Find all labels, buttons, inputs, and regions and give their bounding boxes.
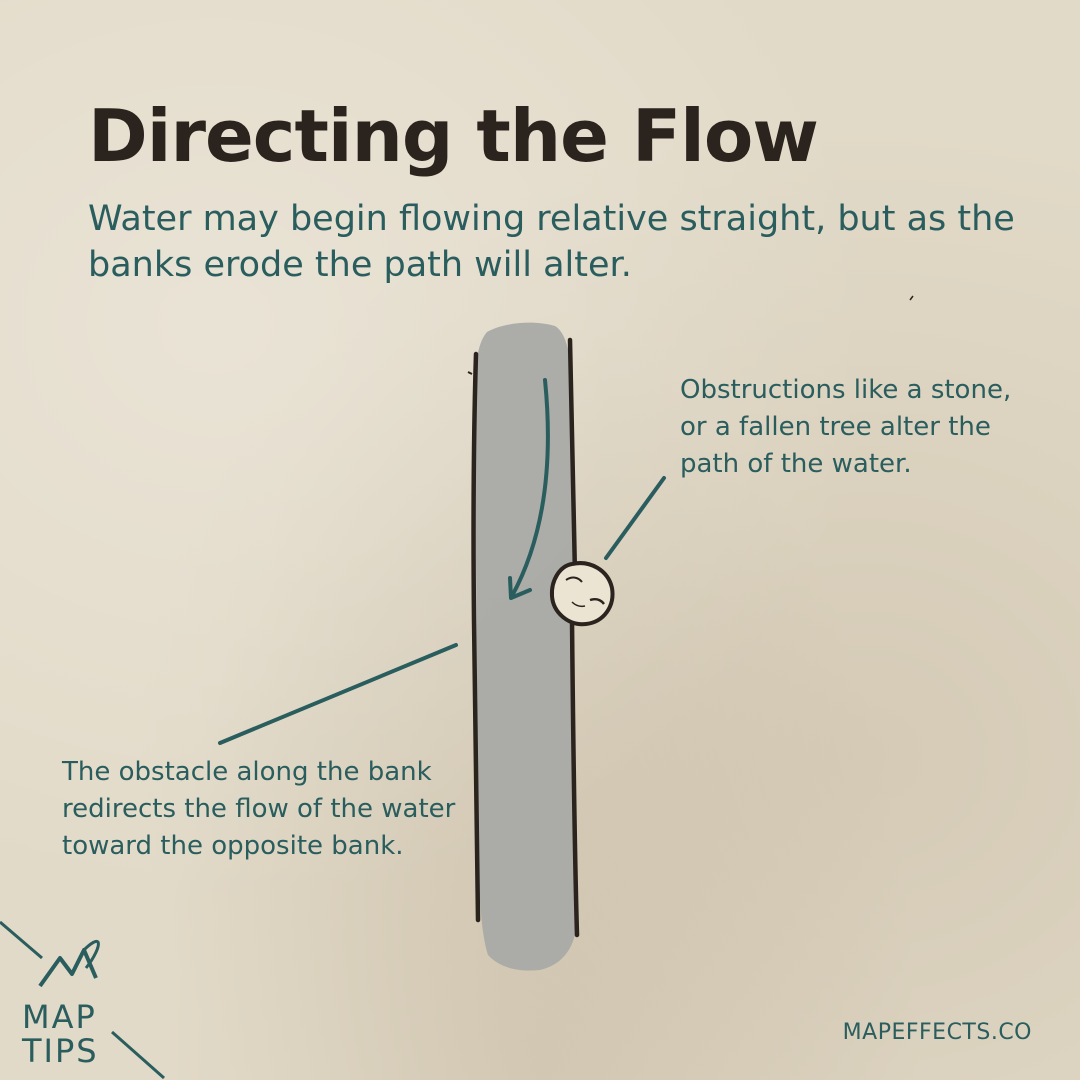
bank-mark: [467, 371, 473, 375]
flow-arrow: [510, 378, 550, 598]
flow-arrow-head: [508, 576, 532, 600]
right-bank-lower: [569, 617, 580, 938]
paper-mark: [909, 295, 914, 301]
page-title: Directing the Flow: [88, 94, 819, 178]
obstruction-annotation: Obstructions like a stone, or a fallen t…: [680, 375, 1012, 479]
logo-text-map: MAP: [22, 998, 97, 1036]
website-link[interactable]: MAPEFFECTS.CO: [842, 1020, 1032, 1045]
right-bank-upper: [567, 337, 578, 578]
river-water: [475, 322, 576, 971]
page-subtitle: Water may begin flowing relative straigh…: [88, 199, 1015, 285]
quill-mountain-icon: [0, 920, 165, 1080]
obstruction-leader-line: [604, 476, 666, 560]
left-bank: [471, 351, 481, 923]
obstacle-leader-line: [218, 643, 458, 745]
obstacle-annotation: The obstacle along the bank redirects th…: [62, 757, 456, 861]
logo-text-tips: TIPS: [22, 1032, 99, 1070]
stone-icon: [549, 561, 615, 627]
